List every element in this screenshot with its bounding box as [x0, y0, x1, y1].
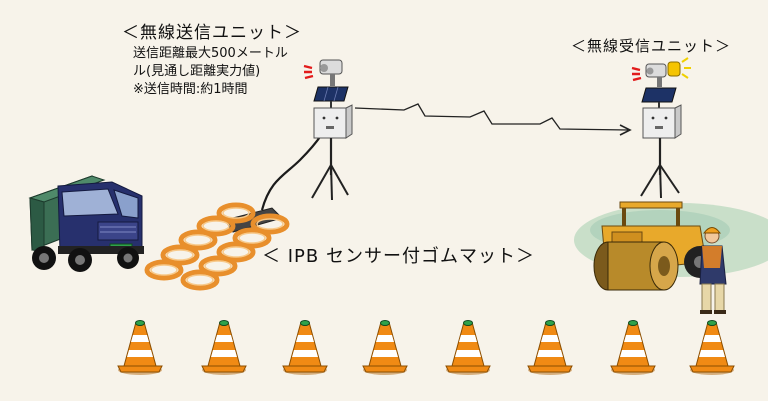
road-roller-icon — [593, 201, 716, 291]
transmitter-title: ＜無線送信ユニット＞ — [122, 23, 302, 43]
traffic-cone-icon — [282, 320, 328, 376]
sensor-mat-label: ＜ IPB センサー付ゴムマット＞ — [262, 246, 535, 267]
traffic-cone-icon — [117, 320, 163, 376]
receiver-unit-icon — [631, 57, 691, 199]
transmitter-unit-icon — [303, 59, 353, 201]
traffic-cone-icon — [610, 320, 656, 376]
transmitter-spec-line: ル(見通し距離実力値) — [133, 64, 261, 79]
transmitter-spec-line: ※送信時間:約1時間 — [133, 82, 248, 97]
dump-truck-icon — [28, 175, 144, 272]
traffic-cone-row — [117, 320, 735, 376]
traffic-cone-icon — [527, 320, 573, 376]
sensor-mat-icon — [144, 202, 290, 291]
traffic-cone-icon — [362, 320, 408, 376]
wireless-signal-arrow — [354, 103, 632, 136]
mat-cable — [260, 133, 323, 211]
receiver-title: ＜無線受信ユニット＞ — [571, 37, 732, 55]
traffic-cone-icon — [445, 320, 491, 376]
transmitter-spec-line: 送信距離最大500メートル — [133, 46, 288, 61]
worker-icon — [699, 227, 727, 314]
traffic-cone-icon — [689, 320, 735, 376]
traffic-cone-icon — [201, 320, 247, 376]
